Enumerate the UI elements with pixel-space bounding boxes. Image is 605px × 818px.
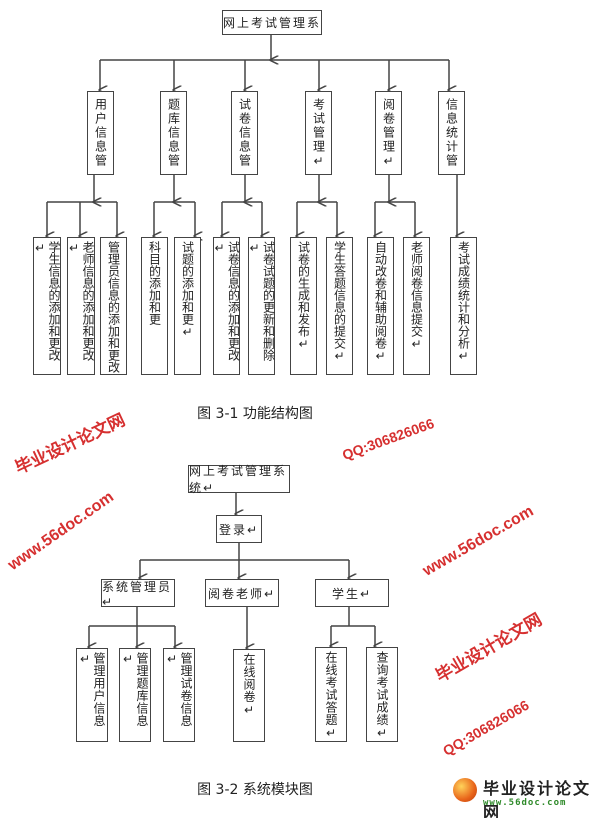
function-label: 管理试卷信息↵ [165, 652, 193, 727]
fig1-module-box: 试卷信息管 [231, 91, 258, 175]
function-label: 管理题库信息↵ [121, 652, 149, 727]
figure1-caption: 图 3-1 功能结构图 [197, 406, 313, 422]
fig1-function-box: 试题的添加和更↵ [174, 237, 201, 375]
fig1-function-box: 学生答题信息的提交↵ [326, 237, 353, 375]
fig1-function-box: 老师阅卷信息提交↵ [403, 237, 430, 375]
role-box-admin: 系统管理员↵ [101, 579, 175, 609]
site-logo: 毕业设计论文网 www.56doc.com [445, 772, 605, 818]
function-label: 管理用户信息↵ [78, 652, 106, 727]
fig1-function-box: 试卷的生成和发布↵ [290, 237, 317, 375]
function-label: 试卷的生成和发布↵ [296, 241, 311, 351]
fig1-function-box: 学生信息的添加和更改↵ [33, 237, 61, 375]
logo-name: 毕业设计论文网 [483, 779, 592, 818]
fig1-module-box: 阅卷管理↵ [375, 91, 402, 175]
function-label: 在线考试答题↵ [324, 651, 338, 741]
function-label: 科目的添加和更 [147, 241, 162, 325]
fig1-module-box: 考试管理↵ [305, 91, 332, 175]
fig1-root-box: 网上考试管理系 [222, 10, 322, 35]
logo-url: www.56doc.com [483, 798, 567, 808]
function-label: 查询考试成绩↵ [375, 651, 389, 741]
module-label: 阅卷管理↵ [381, 98, 396, 170]
function-label: 考试成绩统计和分析↵ [456, 241, 471, 363]
function-label: 学生答题信息的提交↵ [332, 241, 347, 363]
fig2-function-box: 在线阅卷↵ [233, 649, 265, 742]
fig1-root-label: 网上考试管理系 [223, 16, 322, 30]
fig1-module-box: 题库信息管 [160, 91, 187, 175]
login-box: 登录↵ [216, 515, 262, 543]
role-label: 阅卷老师↵ [207, 586, 277, 601]
fig1-function-box: 试卷试题的更新和删除↵ [247, 237, 276, 375]
function-label: 在线阅卷↵ [242, 653, 256, 718]
fig2-function-box: 在线考试答题↵ [315, 647, 347, 742]
function-label: 学生信息的添加和更改↵ [33, 241, 61, 361]
fig1-module-box: 用户信息管 [87, 91, 114, 175]
function-label: 试题的添加和更↵ [180, 241, 195, 339]
module-label: 试卷信息管 [237, 98, 252, 168]
fig1-function-box: 管理员信息的添加和更改 [100, 237, 127, 375]
function-label: 老师信息的添加和更改↵ [67, 241, 95, 361]
function-label: 自动改卷和辅助阅卷↵ [373, 241, 388, 363]
fig2-root-label: 网上考试管理系统↵ [189, 464, 288, 495]
fig2-function-box: 管理用户信息↵ [76, 648, 108, 742]
role-label: 系统管理员↵ [102, 579, 173, 609]
function-label: 试卷试题的更新和删除↵ [247, 241, 276, 361]
role-box-student: 学生↵ [315, 579, 389, 607]
fig1-function-box: 老师信息的添加和更改↵ [67, 237, 95, 375]
fig2-function-box: 管理试卷信息↵ [163, 648, 195, 742]
login-label: 登录↵ [218, 522, 260, 537]
fig1-function-box: 自动改卷和辅助阅卷↵ [367, 237, 394, 375]
module-label: 用户信息管 [93, 98, 108, 168]
module-label: 题库信息管 [166, 98, 181, 168]
fig1-module-box: 信息统计管 [438, 91, 465, 175]
logo-ball-icon [453, 778, 477, 802]
fig1-function-box: 试卷信息的添加和更改↵ [212, 237, 241, 375]
fig1-function-box: 科目的添加和更 [141, 237, 168, 375]
role-label: 学生↵ [331, 586, 373, 601]
function-label: 管理员信息的添加和更改 [106, 241, 121, 373]
fig1-function-box: 考试成绩统计和分析↵ [450, 237, 477, 375]
function-label: 老师阅卷信息提交↵ [409, 241, 424, 351]
fig2-function-box: 查询考试成绩↵ [366, 647, 398, 742]
fig2-root-box: 网上考试管理系统↵ [188, 464, 290, 495]
role-box-grader: 阅卷老师↵ [205, 579, 279, 607]
module-label: 信息统计管 [444, 98, 459, 168]
figure2-caption: 图 3-2 系统模块图 [197, 782, 313, 798]
module-label: 考试管理↵ [311, 98, 326, 170]
fig2-function-box: 管理题库信息↵ [119, 648, 151, 742]
function-label: 试卷信息的添加和更改↵ [212, 241, 241, 361]
